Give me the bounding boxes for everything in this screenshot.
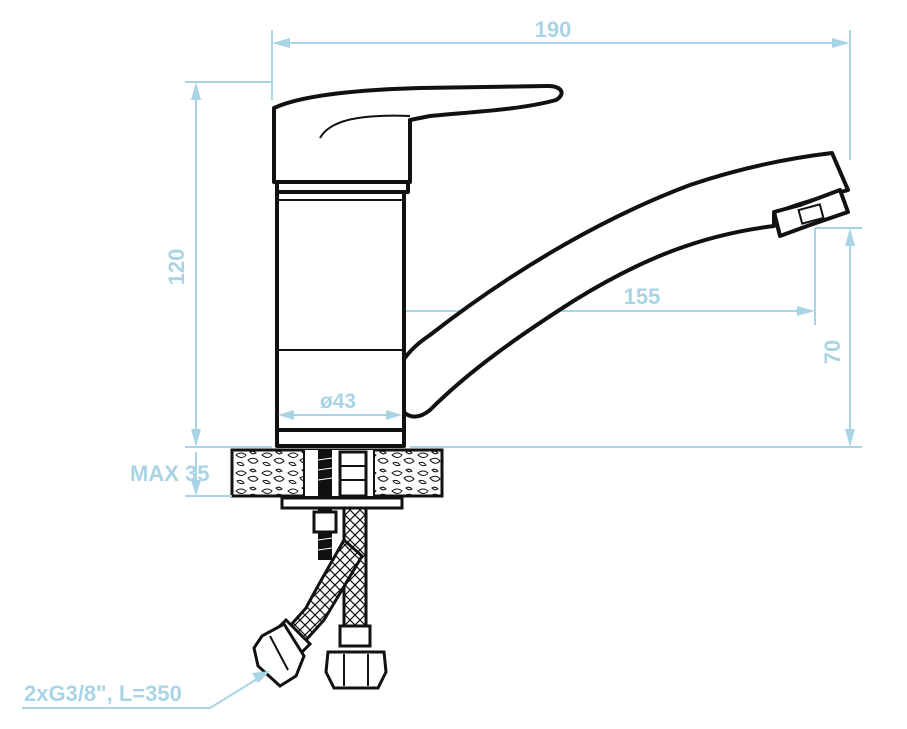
dimension-label-max-35: MAX 35	[130, 461, 209, 486]
dimension-label-190: 190	[535, 17, 572, 42]
mounting-hardware	[280, 450, 404, 560]
dimension-label-120: 120	[164, 249, 189, 286]
leader-line	[209, 675, 263, 709]
washer-plate	[280, 496, 404, 510]
flexible-hoses	[252, 506, 388, 690]
hose-connector	[338, 450, 368, 498]
faucet-body	[272, 84, 850, 448]
arrow-head	[845, 228, 855, 246]
dimension-label-43: ø43	[320, 390, 356, 413]
arrow-head	[278, 410, 294, 420]
arrow-head	[797, 306, 815, 316]
lever-handle	[272, 84, 564, 184]
spout-aerator	[772, 188, 850, 238]
connection-leader: 2xG3/8", L=350	[22, 671, 270, 709]
lever-groove	[319, 114, 411, 139]
hose-ferrule	[338, 624, 372, 648]
connection-label: 2xG3/8", L=350	[24, 681, 182, 706]
stud-nut	[312, 510, 338, 534]
hose-nut-straight	[324, 650, 388, 690]
arrow-head	[845, 429, 855, 447]
dimension-190: 190	[271, 17, 851, 160]
spout	[393, 151, 850, 419]
dimension-max-35: MAX 35	[130, 452, 232, 497]
dimension-diameter-43: ø43	[278, 390, 402, 420]
arrow-head	[191, 82, 201, 100]
aerator-slot	[797, 203, 825, 225]
arrow-head	[832, 38, 850, 48]
arrow-head	[252, 671, 270, 683]
arrow-head	[386, 410, 402, 420]
arrow-head	[191, 480, 201, 496]
dimension-label-155: 155	[624, 284, 661, 309]
countertop	[230, 448, 444, 498]
dimension-120: 120	[164, 81, 272, 448]
faucet-column	[275, 188, 406, 442]
arrow-head	[272, 38, 290, 48]
base-ring	[275, 428, 406, 448]
dimension-label-70: 70	[820, 340, 845, 364]
dimension-70: 70	[410, 227, 862, 448]
arrow-head	[191, 429, 201, 447]
